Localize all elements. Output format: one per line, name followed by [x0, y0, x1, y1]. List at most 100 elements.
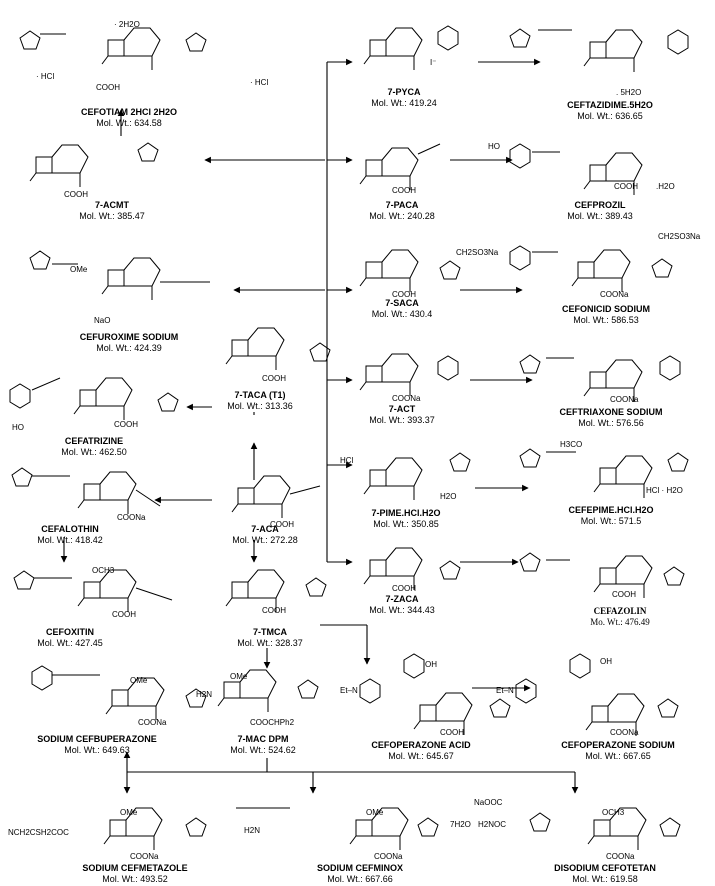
molecule-cefazolin	[519, 552, 685, 599]
molecule-cefatrizine	[9, 377, 179, 421]
compound-name: 7-ACT	[388, 404, 416, 414]
caption-saca: 7-SACA Mol. Wt.: 430.4	[362, 298, 442, 320]
label-ceftazidime-hydrate: . 5H2O	[616, 88, 642, 97]
caption-ceftazidime: CEFTAZIDIME.5H2O Mol. Wt.: 636.65	[550, 100, 670, 122]
molecular-weight: Mol. Wt.: 619.58	[572, 874, 638, 884]
molecular-weight: Mol. Wt.: 344.43	[369, 605, 435, 615]
compound-name: 7-ACA	[251, 524, 279, 534]
label-ceftriaxone-coona: COONa	[610, 395, 639, 404]
molecular-weight: Mol. Wt.: 427.45	[37, 638, 103, 648]
label-cefbuperazone-coona: COONa	[138, 718, 167, 727]
caption-cefbuperazone: SODIUM CEFBUPERAZONE Mol. Wt.: 649.63	[22, 734, 172, 756]
molecular-weight: Mol. Wt.: 313.36	[227, 401, 293, 411]
label-cefotetan-naooc: NaOOC	[474, 798, 503, 807]
label-cefbuperazone-ome: OMe	[130, 676, 148, 685]
molecular-weight: Mol. Wt.: 576.56	[578, 418, 644, 428]
caption-cefprozil: CEFPROZIL Mol. Wt.: 389.43	[560, 200, 640, 222]
molecular-weight: Mol. Wt.: 424.39	[96, 343, 162, 353]
molecule-cefprozil	[509, 143, 643, 196]
compound-name: 7-SACA	[385, 298, 419, 308]
molecular-weight: Mol. Wt.: 350.85	[373, 519, 439, 529]
molecular-weight: Mol. Wt.: 240.28	[369, 211, 435, 221]
label-cefepime-h3co: H3CO	[560, 440, 583, 449]
compound-name: CEFONICID SODIUM	[561, 304, 650, 314]
molecule-cefbuperazone	[31, 665, 207, 721]
compound-name: CEFOPERAZONE ACID	[371, 740, 471, 750]
label-cefprozil-cooh: COOH	[614, 182, 638, 191]
compound-name: CEFPROZIL	[574, 200, 626, 210]
molecular-weight: Mol. Wt.: 272.28	[232, 535, 298, 545]
label-cefotiam-salt: · 2H2O	[114, 20, 140, 29]
label-cefatrizine-ho: HO	[12, 423, 24, 432]
compound-name: 7-PIME.HCl.H2O	[371, 508, 441, 518]
label-macdpm-ome: OMe	[230, 672, 248, 681]
molecule-cefotiam	[19, 27, 207, 71]
molecule-cefoperazone-sodium	[515, 653, 679, 737]
label-cefminox-ome: OMe	[366, 808, 384, 817]
label-cefepime-salt: HCl · H2O	[646, 486, 683, 495]
molecular-weight: Mol. Wt.: 493.52	[102, 874, 168, 884]
label-cefotetan-och3: OCH3	[602, 808, 625, 817]
molecular-weight: Mol. Wt.: 393.37	[369, 415, 435, 425]
caption-cefuroxime: CEFUROXIME SODIUM Mol. Wt.: 424.39	[64, 332, 194, 354]
caption-macdpm: 7-MAC DPM Mol. Wt.: 524.62	[218, 734, 308, 756]
caption-ceftriaxone: CEFTRIAXONE SODIUM Mol. Wt.: 576.56	[546, 407, 676, 429]
caption-cefazolin: CEFAZOLIN Mo. Wt.: 476.49	[580, 606, 660, 628]
caption-cefoperazone-sodium: CEFOPERAZONE SODIUM Mol. Wt.: 667.65	[548, 740, 688, 762]
label-cefonicid-coona: COONa	[600, 290, 629, 299]
label-pime-h2o: H2O	[440, 492, 457, 501]
label-cefazolin-cooh: COOH	[612, 590, 636, 599]
compound-name: CEFATRIZINE	[64, 436, 124, 446]
label-cefmetazole-coona: COONa	[130, 852, 159, 861]
label-cefminox-h2n: H2N	[244, 826, 261, 835]
compound-name: CEFOXITIN	[45, 627, 94, 637]
label-cefmetazole-ome: OMe	[120, 808, 138, 817]
compound-name: CEFEPIME.HCl.H2O	[568, 505, 654, 515]
molecule-ceftazidime	[509, 28, 689, 73]
compound-name: 7-ACMT	[95, 200, 129, 210]
molecule-cefepime	[519, 448, 689, 499]
molecular-weight: Mol. Wt.: 430.4	[371, 309, 433, 319]
caption-pyca: 7-PYCA Mol. Wt.: 419.24	[364, 87, 444, 109]
molecular-weight: Mol. Wt.: 645.67	[388, 751, 454, 761]
compound-name: CEFUROXIME SODIUM	[79, 332, 179, 342]
caption-paca: 7-PACA Mol. Wt.: 240.28	[362, 200, 442, 222]
label-cefotetan-coona: COONa	[606, 852, 635, 861]
label-cefoperazone-sodium-coona: COONa	[610, 728, 639, 737]
caption-cefatrizine: CEFATRIZINE Mol. Wt.: 462.50	[44, 436, 144, 458]
caption-cefonicid: CEFONICID SODIUM Mol. Wt.: 586.53	[546, 304, 666, 326]
label-cefotiam-left-hcl: · HCl	[36, 72, 55, 81]
caption-tmca: 7-TMCA Mol. Wt.: 328.37	[225, 627, 315, 649]
compound-name: CEFOTIAM 2HCl 2H2O	[80, 107, 177, 117]
label-act-coona: COONa	[392, 394, 421, 403]
label-cefmetazole-nc: NCH2CSH2COC	[8, 828, 69, 837]
molecule-aca	[231, 475, 321, 519]
molecular-weight: Mol. Wt.: 418.42	[37, 535, 103, 545]
compound-name: SODIUM CEFMINOX	[316, 863, 403, 873]
molecular-weight: Mol. Wt.: 649.63	[64, 745, 130, 755]
label-cefatrizine-cooh: COOH	[114, 420, 138, 429]
label-cefotiam-hcl: · HCl	[250, 78, 269, 87]
molecular-weight: Mol. Wt.: 385.47	[79, 211, 145, 221]
molecular-weight: Mo. Wt.: 476.49	[590, 617, 650, 627]
caption-cefotiam: CEFOTIAM 2HCl 2H2O Mol. Wt.: 634.58	[64, 107, 194, 129]
molecular-weight: Mol. Wt.: 571.5	[580, 516, 642, 526]
label-cefoperazone-sodium-oh: OH	[600, 657, 612, 666]
caption-acmt: 7-ACMT Mol. Wt.: 385.47	[52, 200, 172, 222]
molecular-weight: Mol. Wt.: 419.24	[371, 98, 437, 108]
reaction-arrows	[60, 58, 579, 794]
caption-taca: 7-TACA (T1) Mol. Wt.: 313.36	[210, 390, 310, 412]
label-cefprozil-hydrate: .H2O	[656, 182, 675, 191]
caption-aca: 7-ACA Mol. Wt.: 272.28	[220, 524, 310, 546]
molecular-weight: Mol. Wt.: 524.62	[230, 745, 296, 755]
label-cefoperazone-acid-cooh: COOH	[440, 728, 464, 737]
label-saca-ch2so3na: CH2SO3Na	[456, 248, 499, 257]
compound-name: 7-ZACA	[385, 594, 419, 604]
caption-cefalothin: CEFALOTHIN Mol. Wt.: 418.42	[20, 524, 120, 546]
caption-cefotetan: DISODIUM CEFOTETAN Mol. Wt.: 619.58	[540, 863, 670, 885]
compound-name: CEFTRIAXONE SODIUM	[559, 407, 663, 417]
molecule-saca	[359, 249, 461, 293]
label-cefoperazone-acid-et: Et–N	[340, 686, 358, 695]
compound-name: CEFOPERAZONE SODIUM	[561, 740, 675, 750]
